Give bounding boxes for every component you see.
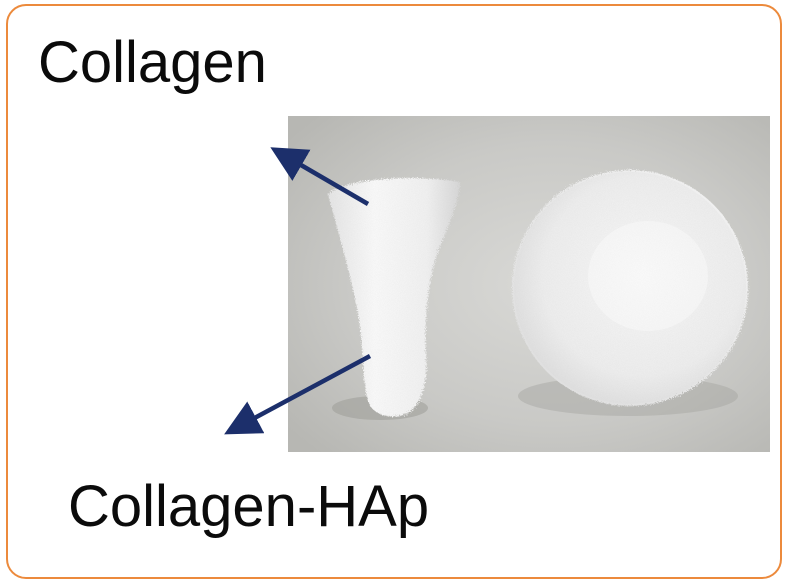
scaffold-photo xyxy=(288,116,770,452)
collagen-label: Collagen xyxy=(38,30,267,95)
collagen-hap-label: Collagen-HAp xyxy=(68,474,430,539)
